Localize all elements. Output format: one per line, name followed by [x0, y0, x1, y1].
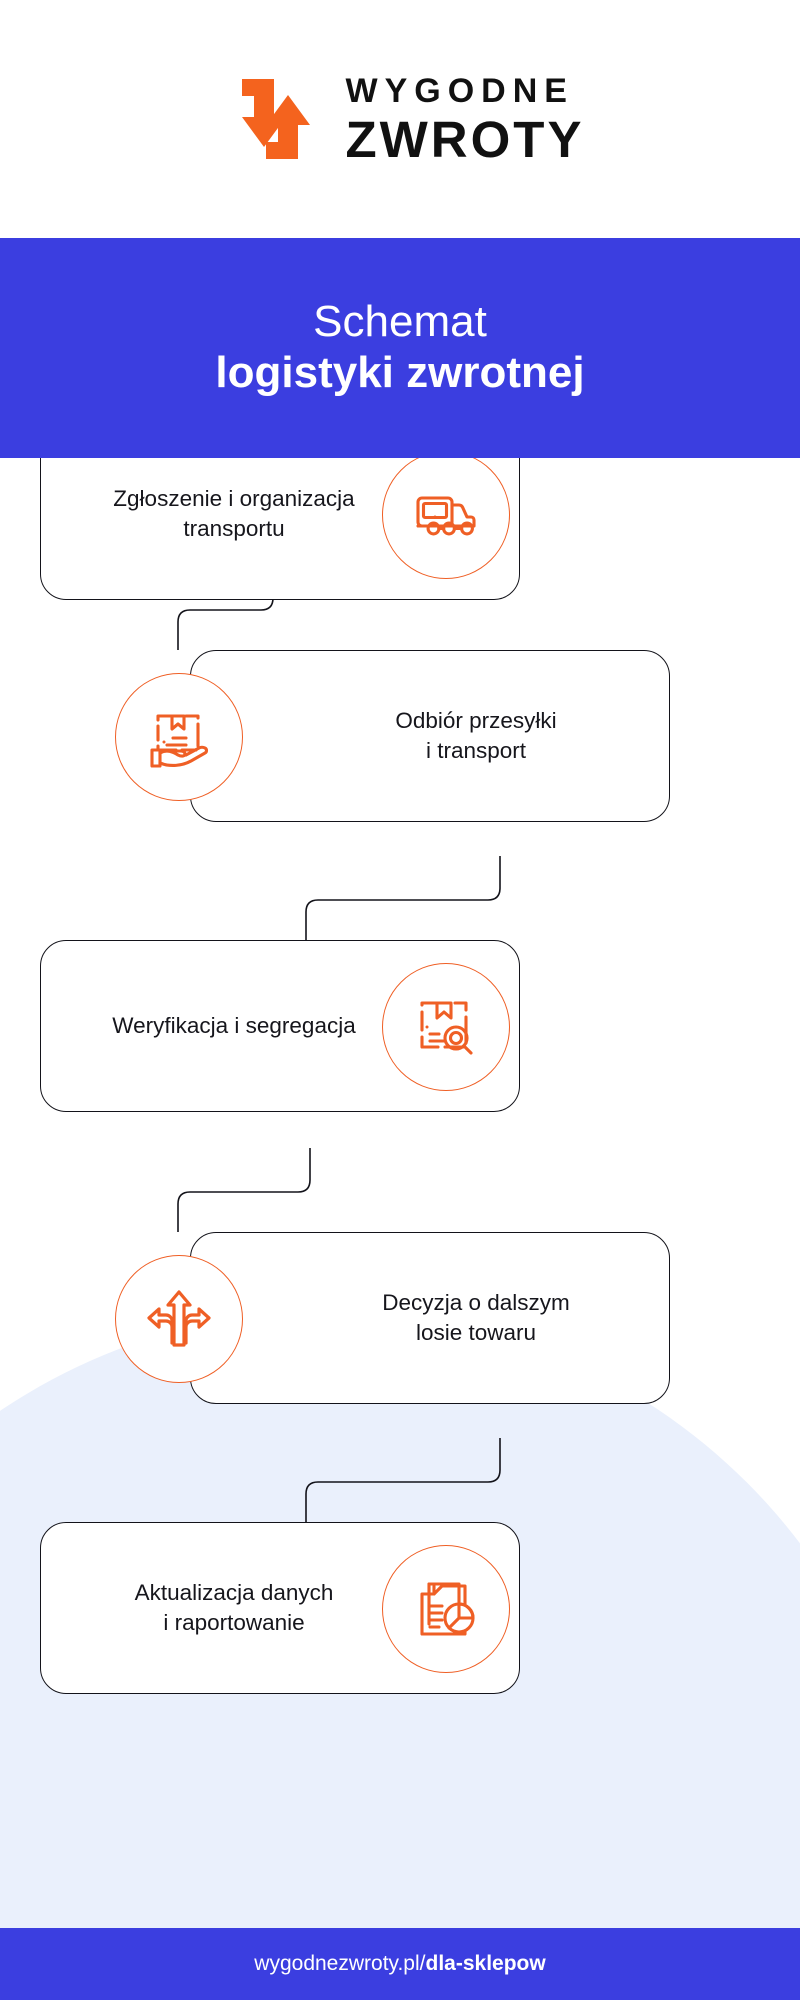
hand-holding-package-icon: [150, 714, 209, 768]
flow-step-card-2[interactable]: Odbiór przesyłki i transport: [190, 650, 670, 822]
flow-step-icon-5: [382, 1545, 510, 1673]
footer-url-plain: wygodnezwroty.pl/: [254, 1952, 426, 1975]
flow-step-icon-1: [382, 451, 510, 579]
flow-step-icon-3: [382, 963, 510, 1091]
flow-step-label-1: Zgłoszenie i organizacja transportu: [113, 485, 355, 541]
flow-step-icon-4: [115, 1255, 243, 1383]
logo-word-bottom: ZWROTY: [345, 110, 585, 168]
logo-word-top: WYGODNE: [345, 71, 574, 110]
three-way-arrows-icon: [147, 1290, 211, 1347]
header-band: Schemat logistyki zwrotnej: [0, 238, 800, 458]
flow-step-label-2: Odbiór przesyłki i transport: [395, 707, 557, 763]
flow-step-label-4: Decyzja o dalszym losie towaru: [382, 1289, 570, 1345]
footer-url-bold: dla-sklepow: [425, 1952, 546, 1975]
brand-logo: WYGODNE ZWROTY: [0, 0, 800, 238]
flow-step-icon-2: [115, 673, 243, 801]
flow-diagram: Zgłoszenie i organizacja transportu: [0, 428, 800, 1920]
package-magnifier-icon: [420, 1001, 473, 1055]
page-title-line-2: logistyki zwrotnej: [215, 348, 585, 397]
flow-step-card-4[interactable]: Decyzja o dalszym losie towaru: [190, 1232, 670, 1404]
delivery-truck-icon: [416, 496, 476, 536]
footer-url[interactable]: wygodnezwroty.pl/dla-sklepow: [254, 1952, 545, 1976]
footer-band: wygodnezwroty.pl/dla-sklepow: [0, 1928, 800, 2000]
page-title-line-1: Schemat: [313, 297, 487, 347]
return-arrows-logo-icon: [241, 79, 310, 159]
flow-step-label-3: Weryfikacja i segregacja: [112, 1012, 356, 1038]
flow-step-label-5: Aktualizacja danych i raportowanie: [134, 1579, 334, 1635]
documents-chart-icon: [420, 1582, 475, 1636]
